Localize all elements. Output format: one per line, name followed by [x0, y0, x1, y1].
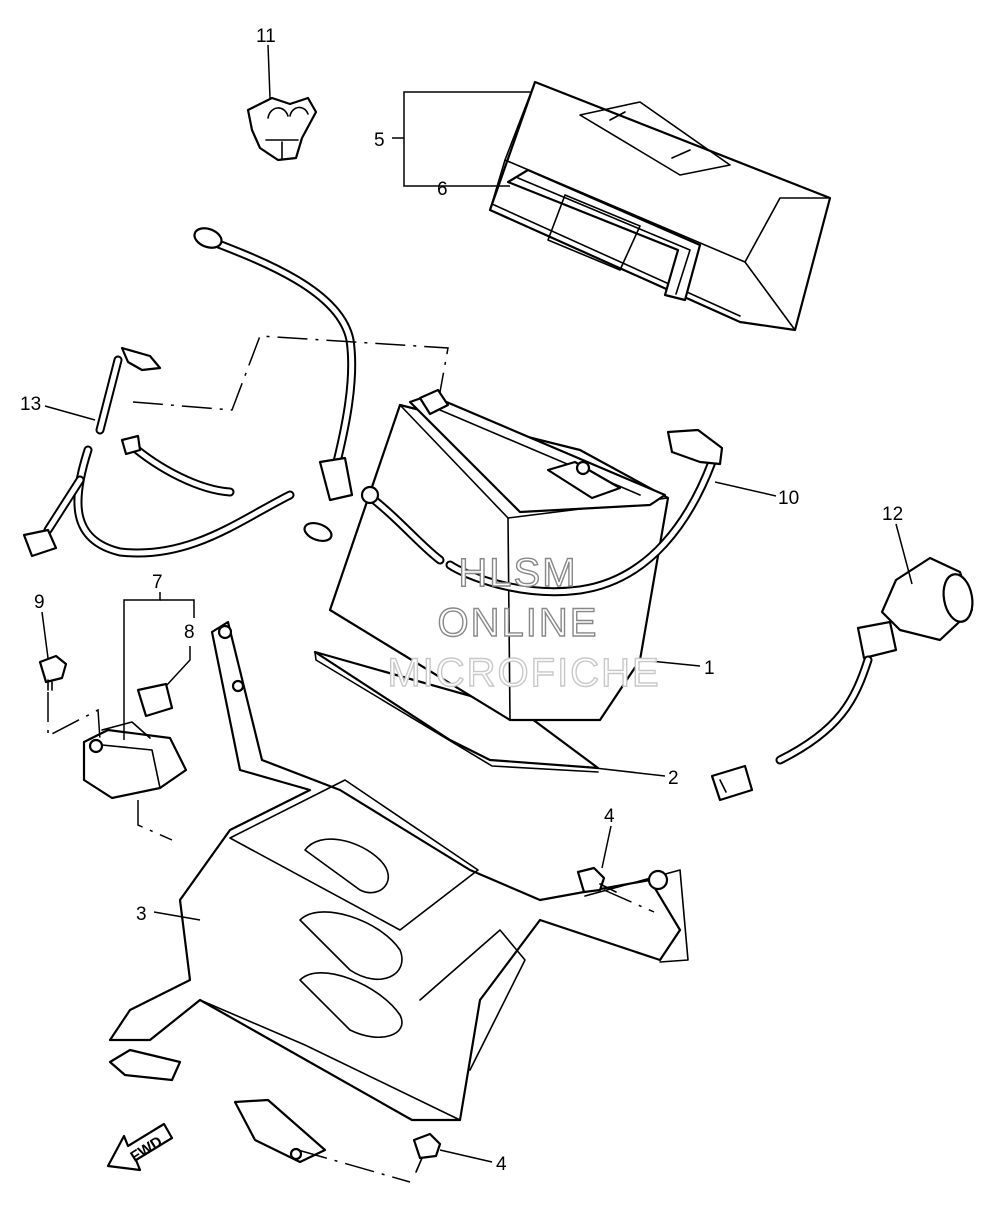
callout-1: 1 [704, 658, 715, 679]
battery-cover[interactable] [488, 80, 832, 332]
watermark-line-3: MICROFICHE [387, 651, 660, 695]
positive-cable[interactable] [445, 428, 724, 597]
forward-direction-arrow: FWD [106, 1122, 174, 1172]
callout-9: 9 [34, 592, 45, 613]
fuse[interactable] [136, 682, 174, 718]
callout-5: 5 [374, 130, 385, 151]
callout-12: 12 [882, 504, 903, 525]
callout-7: 7 [152, 572, 163, 593]
callout-4-upper: 4 [604, 806, 615, 827]
callout-11: 11 [256, 26, 276, 47]
leader-lines [41, 44, 913, 1163]
bolt[interactable] [38, 654, 68, 691]
bolt-upper[interactable] [576, 866, 617, 894]
negative-cable[interactable] [192, 225, 445, 565]
callouts: 11 5 6 13 10 12 7 9 8 1 2 4 3 4 [20, 26, 903, 1175]
cover-strap[interactable] [506, 168, 702, 302]
sub-harness[interactable] [22, 346, 334, 558]
callout-10: 10 [778, 488, 799, 509]
bolt-lower[interactable] [412, 1132, 442, 1173]
wire-clip[interactable] [246, 96, 318, 162]
accessory-socket[interactable] [710, 556, 976, 802]
callout-4-lower: 4 [496, 1154, 507, 1175]
callout-13: 13 [20, 394, 41, 415]
watermark: HLSM ONLINE MICROFICHE [387, 550, 660, 695]
battery[interactable] [328, 388, 670, 722]
battery-box[interactable] [108, 620, 689, 1164]
callout-6: 6 [437, 179, 448, 200]
fuse-box[interactable] [82, 721, 188, 800]
callout-8: 8 [184, 622, 195, 643]
assembly-guides [47, 335, 655, 1183]
watermark-line-2: ONLINE [438, 601, 599, 645]
watermark-line-1: HLSM [458, 551, 577, 595]
callout-3: 3 [136, 904, 147, 925]
callout-2: 2 [668, 768, 679, 789]
